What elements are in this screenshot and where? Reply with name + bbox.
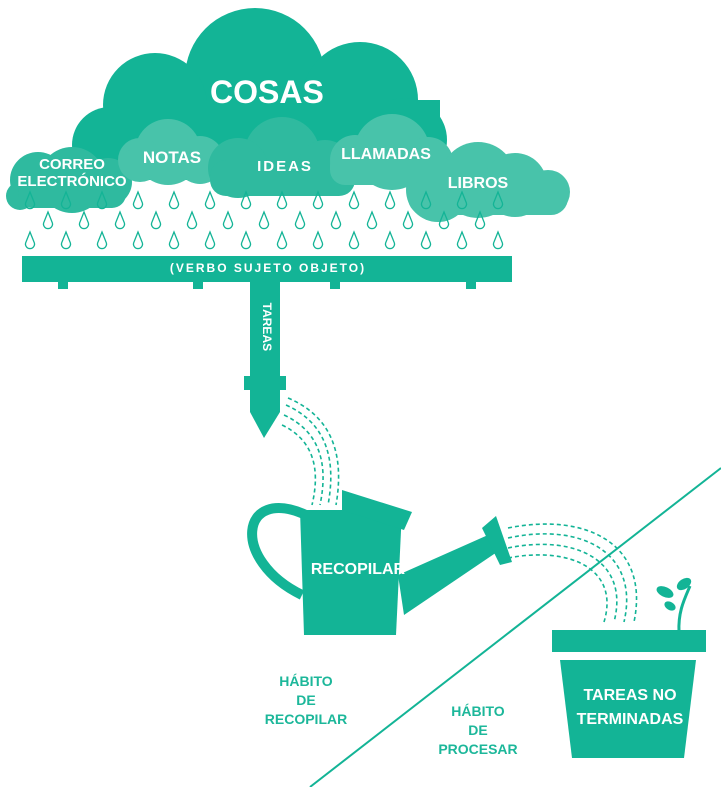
habit-collect-line3: RECOPILAR (264, 710, 348, 727)
flower-pot (552, 630, 706, 758)
correo-label-line1: CORREO (39, 156, 105, 173)
pot-label: TAREAS NO TERMINADAS (570, 684, 690, 732)
rain-drop (348, 190, 360, 210)
rain-drop (96, 230, 108, 250)
habit-collect-line1: HÁBITO (279, 673, 333, 689)
rain-drop (456, 190, 468, 210)
rain-drop (312, 230, 324, 250)
sprout-icon (656, 577, 692, 633)
rain-drop (456, 230, 468, 250)
rain-drop (240, 190, 252, 210)
habit-collect-label: HÁBITO DE RECOPILAR (256, 672, 356, 729)
rain-drop (420, 230, 432, 250)
rain-drop (204, 190, 216, 210)
rain-drop (366, 210, 378, 230)
watering-can (247, 490, 512, 635)
correo-cloud (6, 147, 132, 213)
can-label: RECOPILAR (310, 561, 406, 578)
rain-drop (60, 190, 72, 210)
rain-drop (312, 190, 324, 210)
rain-drop (204, 230, 216, 250)
rain-drop (114, 210, 126, 230)
rain-drop (330, 210, 342, 230)
cosas-label: COSAS (210, 74, 324, 110)
rain-drop (276, 230, 288, 250)
divider-line (309, 467, 721, 787)
rain-drop (474, 210, 486, 230)
rain-drop (96, 190, 108, 210)
rain-drop (42, 210, 54, 230)
gutter-label: (VERBO SUJETO OBJETO) (169, 261, 367, 275)
gutter (22, 256, 512, 289)
rain-drop (132, 230, 144, 250)
rain-drop (168, 230, 180, 250)
rain-drop (78, 210, 90, 230)
rain-drop (420, 190, 432, 210)
rain-drop (186, 210, 198, 230)
libros-cloud (406, 142, 570, 222)
rain-drop (222, 210, 234, 230)
habit-process-label: HÁBITO DE PROCESAR (428, 702, 528, 759)
habit-collect-line2: DE (296, 691, 316, 708)
habit-process-line3: PROCESAR (438, 740, 518, 757)
llamadas-label: LLAMADAS (341, 146, 431, 163)
pot-label-line2: TERMINADAS (576, 711, 684, 728)
correo-label: CORREO ELECTRÓNICO (12, 156, 132, 191)
rain-drop (240, 230, 252, 250)
rain-drops (24, 190, 504, 250)
libros-label: LIBROS (447, 175, 509, 192)
habit-process-line2: DE (468, 721, 488, 738)
rain-drop (384, 190, 396, 210)
rain-drop (24, 230, 36, 250)
notas-label: NOTAS (142, 148, 202, 167)
rain-drop (258, 210, 270, 230)
rain-drop (348, 230, 360, 250)
rain-drop (60, 230, 72, 250)
rain-drop (294, 210, 306, 230)
correo-label-line2: ELECTRÓNICO (17, 173, 127, 191)
notas-cloud (118, 119, 225, 185)
rain-drop (492, 190, 504, 210)
rain-drop (492, 230, 504, 250)
rain-drop (384, 230, 396, 250)
pot-label-line1: TAREAS NO (583, 687, 677, 704)
rain-drop (276, 190, 288, 210)
downpipe (244, 280, 286, 438)
ideas-label: IDEAS (257, 158, 313, 175)
rain-drop (168, 190, 180, 210)
rain-drop (24, 190, 36, 210)
rain-drop (438, 210, 450, 230)
can-water-stream (507, 523, 638, 623)
rain-drop (150, 210, 162, 230)
habit-process-line1: HÁBITO (451, 703, 505, 719)
rain-drop (402, 210, 414, 230)
rain-drop (132, 190, 144, 210)
pipe-water-stream (281, 397, 340, 506)
pipe-label: TAREAS (259, 302, 274, 352)
